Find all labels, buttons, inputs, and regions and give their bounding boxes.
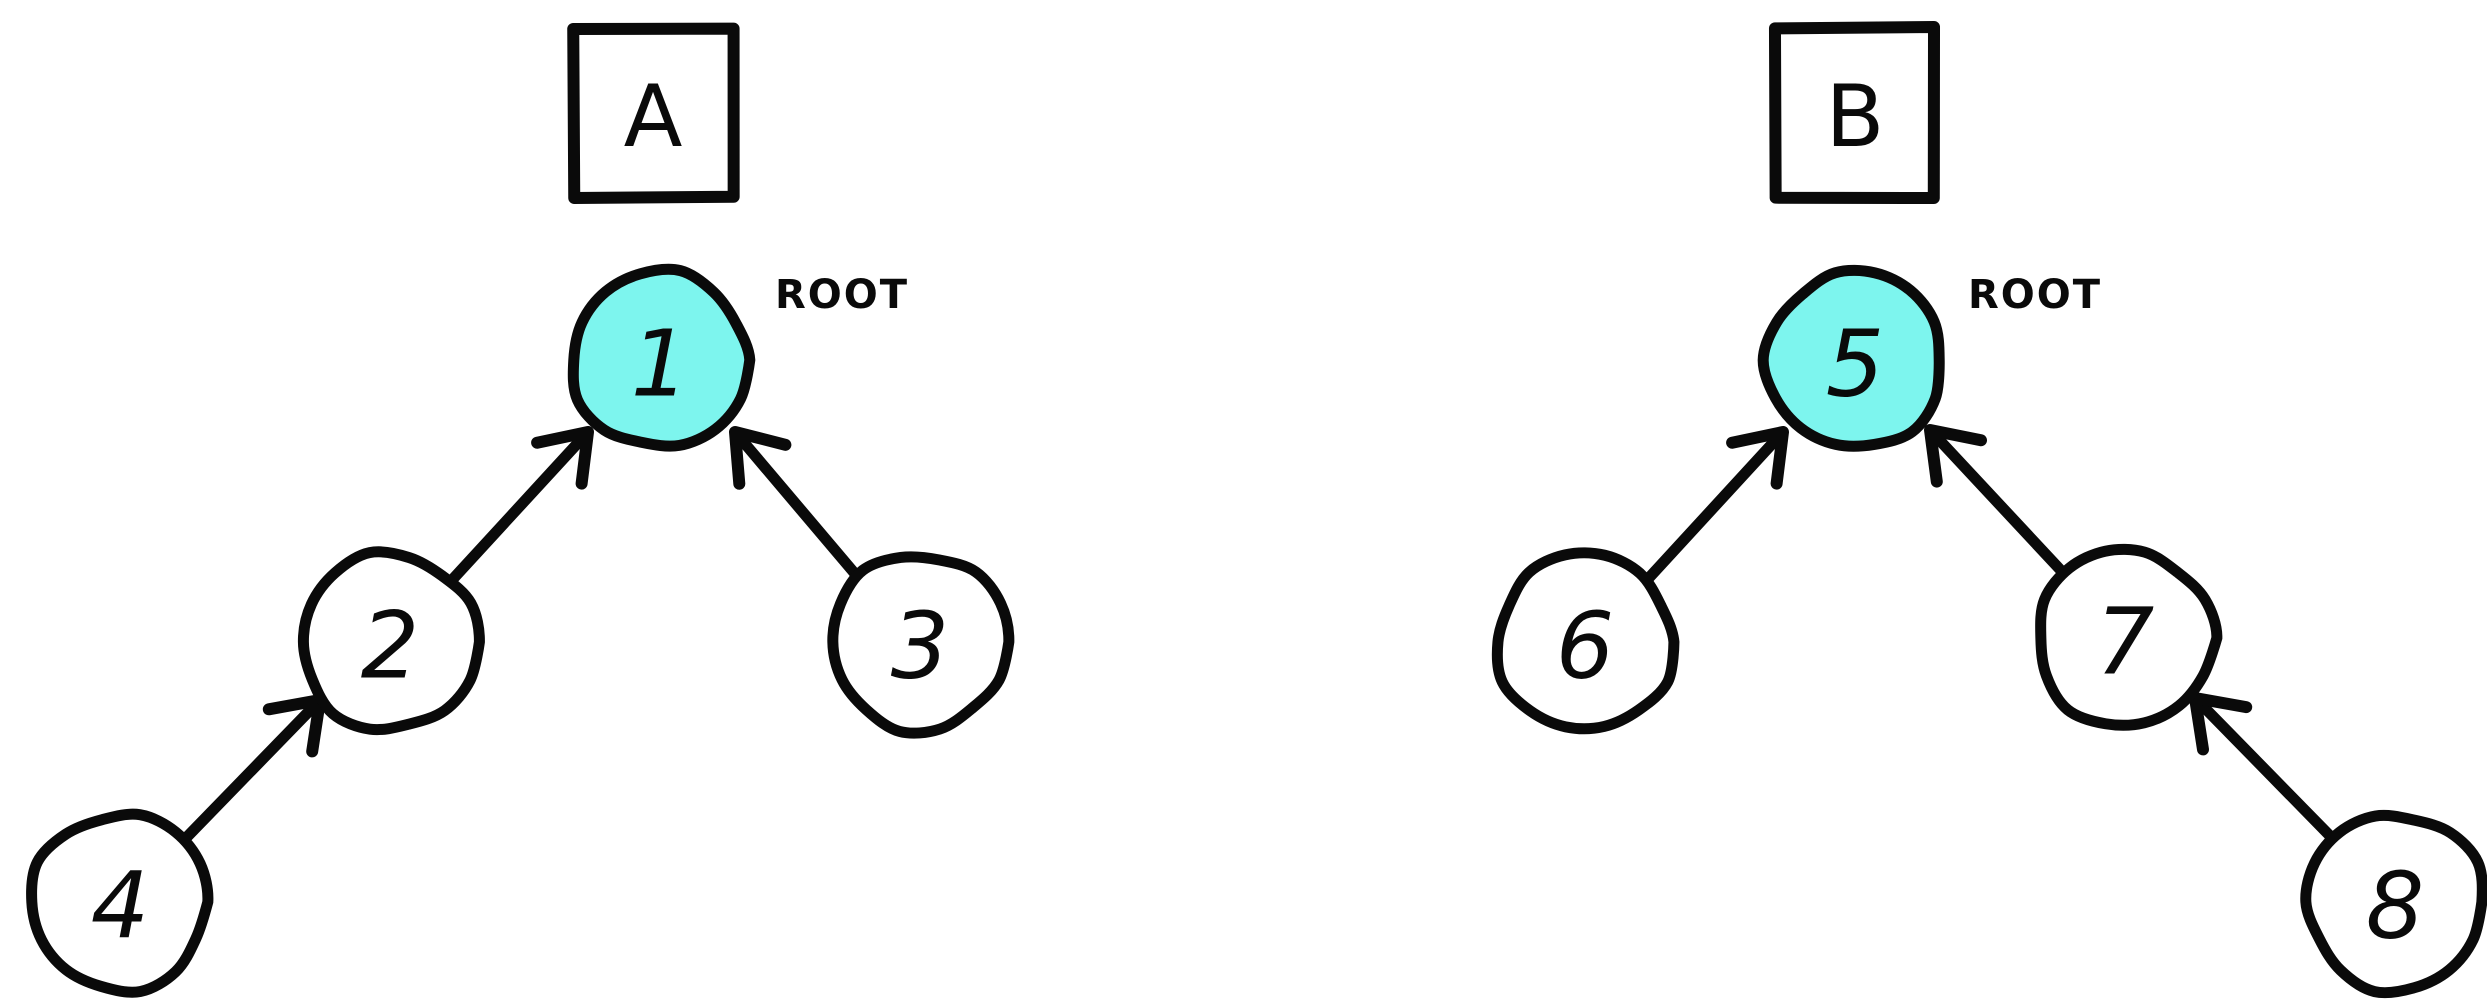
edge-shaft (452, 432, 588, 580)
node-4[interactable]: 4 (32, 814, 208, 992)
root-tag-label: ROOT (775, 272, 909, 318)
node-label: 2 (361, 593, 420, 700)
node-label: 3 (891, 593, 950, 700)
edge-7-to-5 (1930, 430, 2068, 578)
node-label: 8 (2366, 853, 2425, 960)
node-label: 5 (1826, 311, 1885, 418)
node-1[interactable]: 1 (573, 269, 750, 446)
node-7[interactable]: 7 (2041, 549, 2217, 725)
node-label: 7 (2096, 589, 2155, 696)
group-box-layer: AB (573, 27, 1934, 198)
edge-3-to-1 (735, 432, 862, 582)
group-label-a: A (624, 67, 683, 167)
node-label: 4 (91, 853, 150, 960)
edge-layer (184, 430, 2336, 842)
edge-shaft (735, 432, 862, 582)
node-5[interactable]: 5 (1763, 270, 1939, 446)
edge-shaft (1647, 432, 1783, 580)
edge-shaft (2195, 698, 2336, 842)
root-tag-label: ROOT (1968, 272, 2102, 318)
group-label-b: B (1826, 67, 1885, 167)
node-label: 1 (631, 311, 690, 418)
edge-shaft (184, 700, 320, 840)
node-label: 6 (1556, 593, 1615, 700)
node-3[interactable]: 3 (833, 557, 1009, 733)
edge-2-to-1 (452, 432, 588, 580)
node-layer: 1 ROOT 2 3 4 5 ROOT 6 7 8 (32, 269, 2483, 992)
edge-6-to-5 (1647, 432, 1783, 580)
node-6[interactable]: 6 (1497, 553, 1674, 729)
edge-8-to-7 (2195, 698, 2336, 842)
edge-shaft (1930, 430, 2068, 578)
node-8[interactable]: 8 (2306, 815, 2483, 992)
node-2[interactable]: 2 (303, 552, 479, 730)
edge-4-to-2 (184, 700, 320, 840)
